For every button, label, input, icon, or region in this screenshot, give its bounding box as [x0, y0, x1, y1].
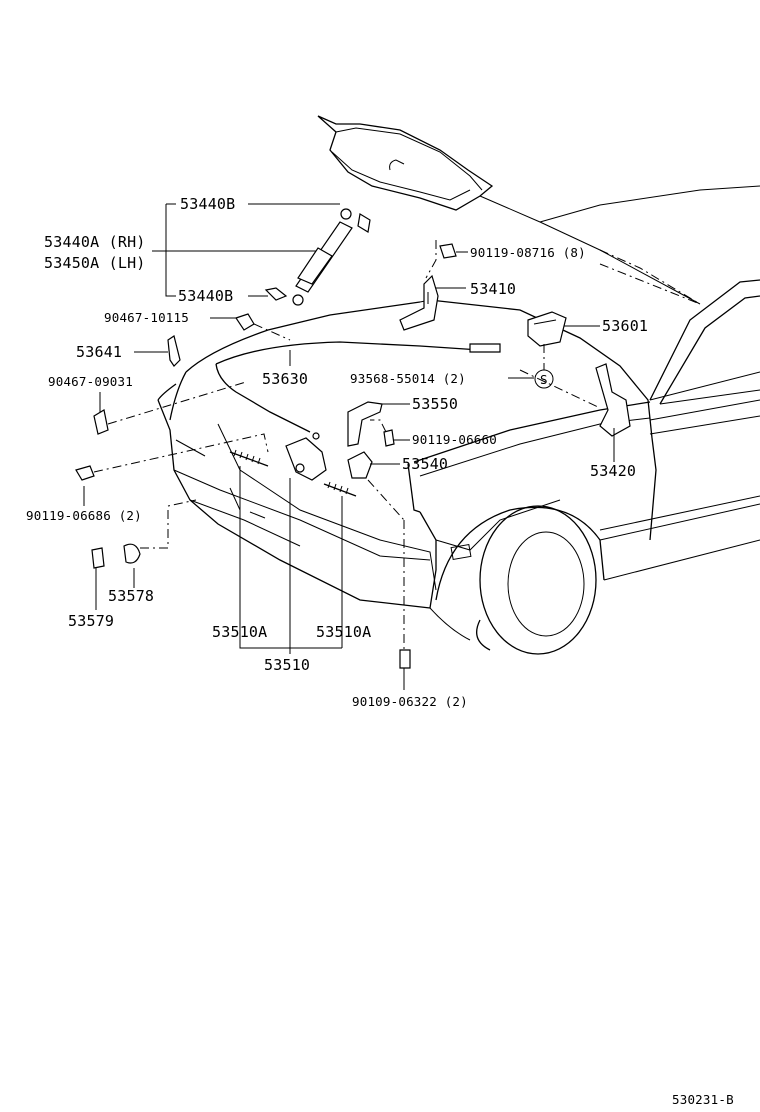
lock-support-53540	[347, 451, 373, 479]
label-90109-06322: 90109-06322 (2)	[352, 694, 468, 709]
label-93568-55014: 93568-55014 (2)	[350, 371, 466, 386]
label-53601: 53601	[602, 317, 648, 335]
hood-hinge-53410	[399, 274, 439, 331]
bracket-53601	[527, 311, 567, 347]
label-53450A: 53450A (LH)	[44, 254, 146, 272]
car-body-outline	[157, 115, 760, 655]
hood-support-rod	[264, 208, 371, 306]
label-53578: 53578	[108, 587, 154, 605]
label-figure-reference: 530231-B	[672, 1092, 734, 1107]
label-53630: 53630	[262, 370, 308, 388]
label-53550: 53550	[412, 395, 458, 413]
hood-hinge-53420	[595, 363, 631, 437]
label-53510A-left: 53510A	[212, 623, 267, 641]
label-53510A-right: 53510A	[316, 623, 371, 641]
leader-lines	[83, 203, 701, 690]
label-90467-09031: 90467-09031	[48, 374, 133, 389]
label-53540: 53540	[402, 455, 448, 473]
clips-and-bolts	[75, 243, 457, 669]
label-90119-06686: 90119-06686 (2)	[26, 508, 142, 523]
hood-release-cable-53630	[215, 341, 501, 440]
label-53641: 53641	[76, 343, 122, 361]
label-90119-08716: 90119-08716 (8)	[470, 245, 586, 260]
label-S-symbol: S	[540, 372, 548, 387]
label-53440A: 53440A (RH)	[44, 233, 146, 251]
label-53510: 53510	[264, 656, 310, 674]
safety-catch-53550	[347, 401, 383, 447]
hood-lock-53510	[229, 437, 357, 497]
label-53440B-top: 53440B	[180, 195, 235, 213]
label-53579: 53579	[68, 612, 114, 630]
part-number-labels: 53440B 53440A (RH) 53450A (LH) 53440B 90…	[26, 195, 734, 1107]
label-90467-10115: 90467-10115	[104, 310, 189, 325]
label-53410: 53410	[470, 280, 516, 298]
label-53440B-bottom: 53440B	[178, 287, 233, 305]
label-90119-06660: 90119-06660	[412, 432, 497, 447]
label-53420: 53420	[590, 462, 636, 480]
